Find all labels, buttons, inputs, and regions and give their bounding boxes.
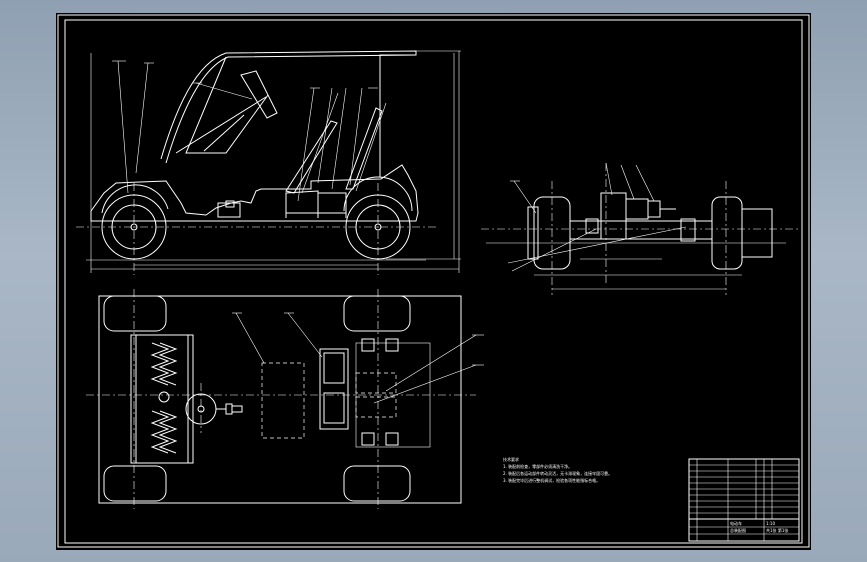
- side-view: [76, 50, 461, 275]
- title-block-drawing-no: 总装配图: [730, 527, 746, 533]
- tech-req-item-2: 2. 装配后各运动部件转动灵活，无卡滞现象，连接牢固可靠。: [503, 470, 612, 476]
- tech-req-item-1: 1. 装配前检查，零部件必须清洗干净。: [503, 463, 572, 469]
- technical-requirements: 技术要求 1. 装配前检查，零部件必须清洗干净。 2. 装配后各运动部件转动灵活…: [503, 456, 612, 483]
- title-block: 电动车 总装配图 1:10 共1张 第1张: [688, 458, 800, 542]
- tech-req-item-3: 3. 装配完毕后进行整机调试，检验各项性能指标合格。: [503, 477, 600, 483]
- tech-req-title: 技术要求: [503, 456, 519, 462]
- title-block-scale: 1:10: [766, 521, 775, 526]
- top-view: [86, 289, 484, 509]
- drawing-sheet: 技术要求 1. 装配前检查，零部件必须清洗干净。 2. 装配后各运动部件转动灵活…: [56, 13, 811, 550]
- title-block-drawing-name: 电动车: [730, 520, 742, 526]
- cad-drawing: 技术要求 1. 装配前检查，零部件必须清洗干净。 2. 装配后各运动部件转动灵活…: [57, 14, 810, 548]
- outer-border: [57, 14, 810, 548]
- title-block-sheet: 共1张 第1张: [766, 527, 788, 533]
- inner-border: [64, 19, 803, 544]
- front-view: [481, 162, 801, 295]
